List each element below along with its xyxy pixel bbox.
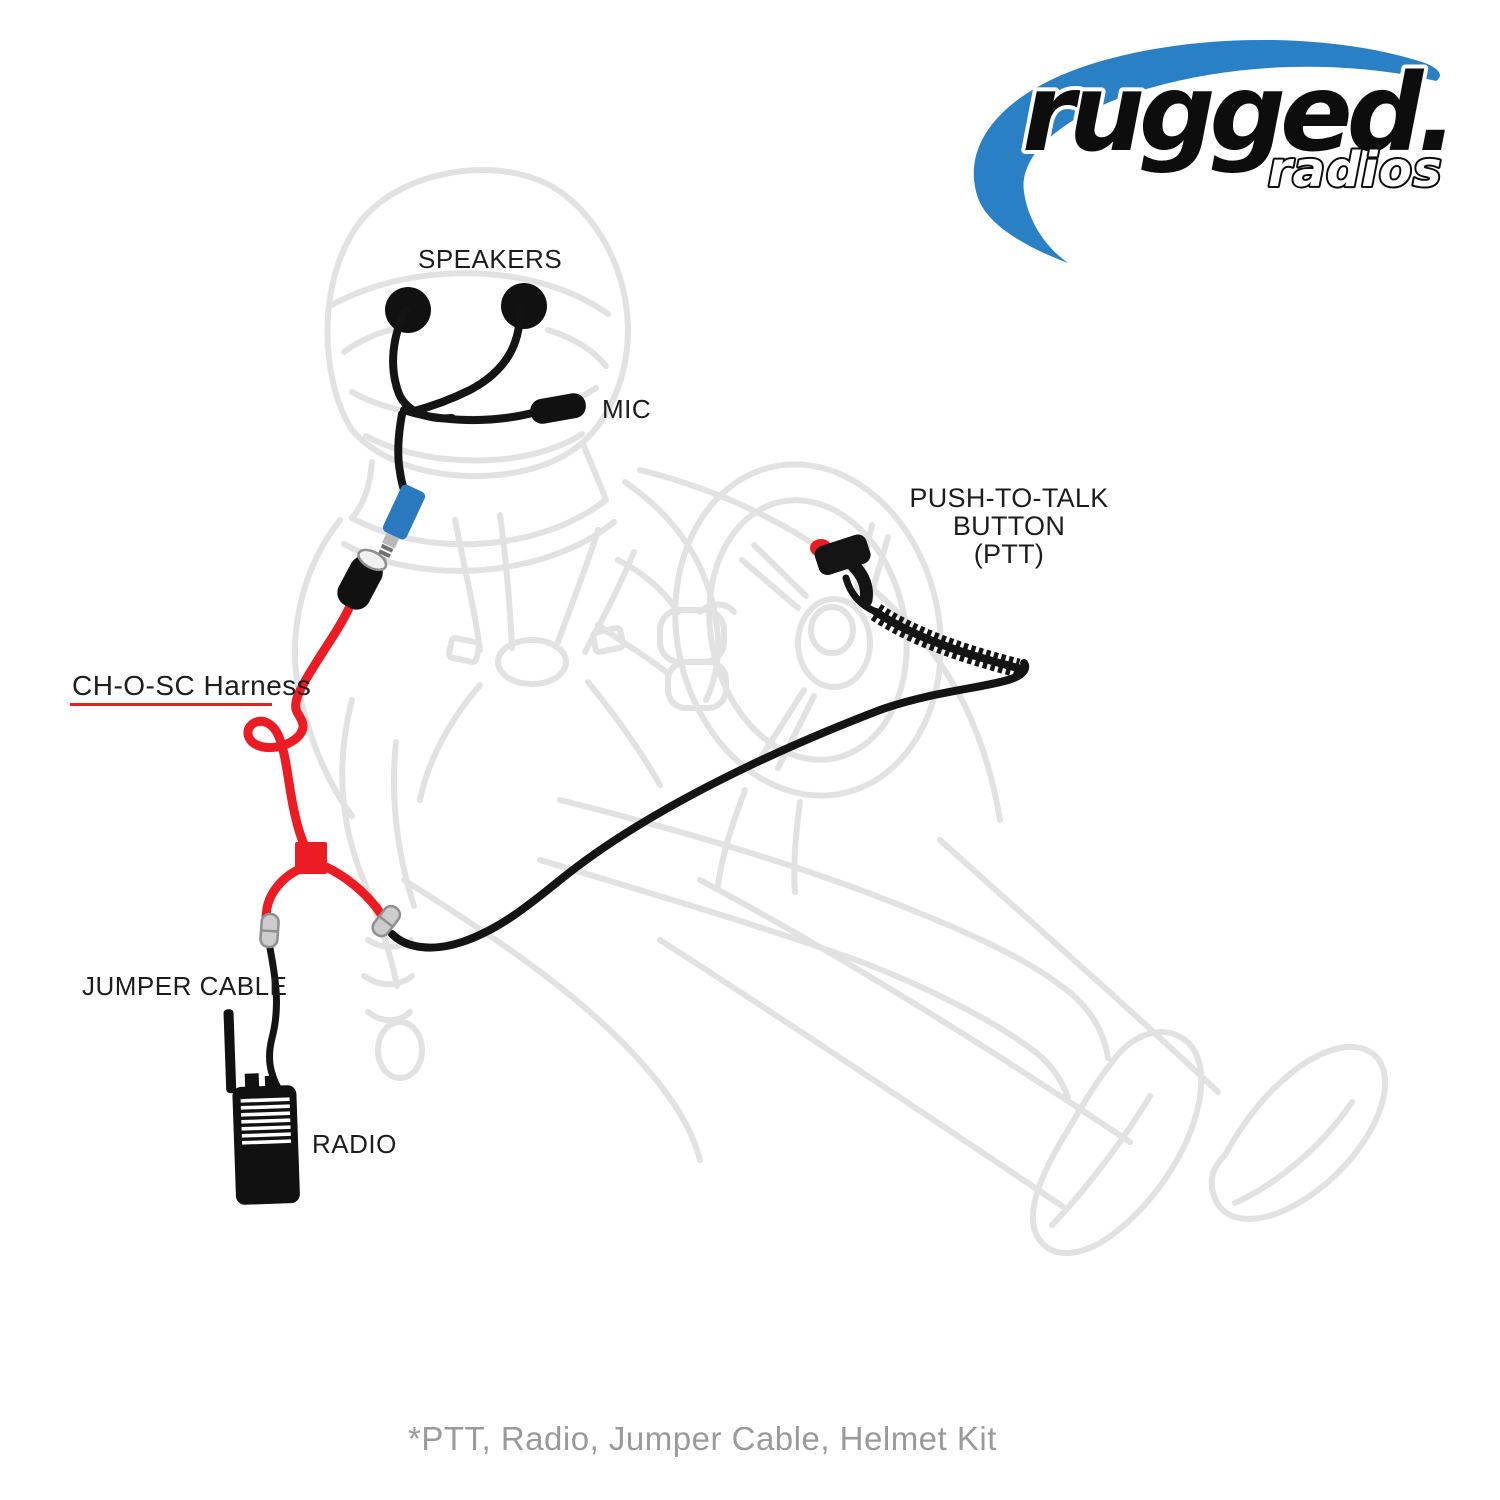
ptt-button-strap: [847, 559, 873, 607]
radio-body: [232, 1085, 300, 1205]
seat-edge-2: [937, 837, 1221, 1095]
ptt-label-line1: PUSH-TO-TALK: [909, 483, 1109, 513]
wheel-spoke-upper-left: [739, 542, 809, 611]
harness-branch-right: [319, 861, 386, 919]
torso-right-edge: [622, 479, 721, 703]
thumb: [697, 601, 737, 615]
barrel-face: [357, 548, 388, 572]
harness-buckle: [495, 637, 569, 687]
harness-strap-2: [497, 512, 515, 651]
harness-label-underline: [70, 703, 272, 706]
near-thigh-top: [557, 797, 1063, 988]
ptt-cable-run: [388, 659, 1030, 952]
logo-sub-text: radios: [1268, 142, 1442, 198]
harness-strap-1: [452, 517, 483, 653]
radio-knob-2: [264, 1075, 277, 1087]
harness-barrel-connector: [337, 548, 388, 610]
harness-splitter-box: [295, 842, 327, 874]
neck-left: [349, 459, 375, 521]
logo-brand-text: rugged.: [1022, 52, 1452, 176]
mic-boom: [400, 406, 540, 424]
harness-branch-left: [261, 863, 307, 922]
near-shin-2: [1027, 1045, 1071, 1101]
ptt-connector-band: [379, 915, 394, 928]
ptt-connector: [371, 904, 402, 938]
footnote-text: *PTT, Radio, Jumper Cable, Helmet Kit: [408, 1420, 997, 1457]
helmet-seam-left: [341, 325, 401, 355]
ptt-label-line2: BUTTON: [952, 511, 1066, 541]
helmet-seam-right: [545, 327, 609, 369]
hip-curve: [401, 877, 703, 1163]
glove-hand: [375, 1019, 425, 1081]
shoe-far-outline: [1208, 1043, 1389, 1222]
steering-wheel-inner-rim: [706, 497, 910, 763]
radio-speaker-grille: [240, 1097, 292, 1145]
harness-cable-group: [243, 601, 386, 922]
left-arm-inner: [391, 739, 417, 909]
helmet-chin-bar: [363, 431, 585, 464]
wheel-spoke-lower: [759, 687, 817, 771]
ptt-button-lead: [842, 574, 880, 616]
ptt-label: PUSH-TO-TALK BUTTON (PTT): [878, 484, 1140, 568]
shoe-far-sole: [1232, 1099, 1355, 1206]
far-leg-2: [657, 937, 1065, 1209]
glove-band-3: [365, 1009, 413, 1024]
right-arm-lower: [595, 622, 669, 675]
handheld-radio: [223, 1009, 300, 1205]
glove-band-2: [361, 973, 415, 988]
harness-label: CH-O-SC Harness: [72, 670, 312, 701]
ptt-coil-ribs: [870, 604, 1021, 678]
radio-knob-1: [244, 1073, 260, 1088]
helmet-outline: [324, 167, 631, 480]
blue-connector-plug: [382, 532, 400, 549]
right-arm-upper: [615, 557, 681, 615]
logo-swoosh: [973, 39, 1440, 263]
radio-antenna: [223, 1009, 237, 1094]
ptt-cable-group: [388, 574, 1030, 952]
speaker-right: [501, 283, 547, 329]
lap-strap-left: [417, 682, 483, 803]
driver-figure-outline: [292, 167, 1389, 1257]
ptt-label-line3: (PTT): [973, 539, 1045, 569]
steering-wheel-hub-inner: [808, 604, 856, 656]
helmet-seam-top: [327, 270, 611, 317]
helmet-kit-group: [385, 283, 586, 497]
mic-capsule: [530, 393, 586, 424]
blue-connector-plug-band1: [380, 543, 394, 553]
harness-red-cable: [243, 601, 355, 855]
jumper-connector-band: [261, 929, 279, 933]
speaker-wire-right: [407, 304, 525, 416]
brand-logo: rugged. radios: [973, 39, 1462, 263]
steering-wheel-hub-outer: [795, 596, 873, 690]
collar-upper: [349, 497, 609, 548]
steering-wheel-outer-rim: [672, 461, 944, 799]
near-shin-1: [1057, 982, 1111, 1061]
ptt-button: [810, 534, 873, 607]
jumper-cable-line: [266, 944, 282, 1092]
shoe-near-sole: [1049, 1093, 1153, 1228]
harness-strap-3: [555, 527, 601, 645]
mic-label: MIC: [602, 394, 652, 424]
near-thigh-bottom: [537, 857, 1033, 1051]
speakers-label: SPEAKERS: [418, 244, 563, 274]
blue-connector-plug-band2: [378, 549, 391, 559]
jumper-connector: [259, 912, 280, 949]
shoe-near-outline: [1029, 1028, 1205, 1257]
jumper-cable-label: JUMPER CABLE: [82, 971, 288, 1001]
lap-strap-right: [585, 679, 663, 788]
neck-right: [581, 443, 609, 503]
radio-label: RADIO: [312, 1129, 397, 1159]
blue-connector-body: [382, 484, 426, 540]
steering-column: [715, 787, 803, 895]
harness-adjuster-left: [445, 635, 483, 665]
